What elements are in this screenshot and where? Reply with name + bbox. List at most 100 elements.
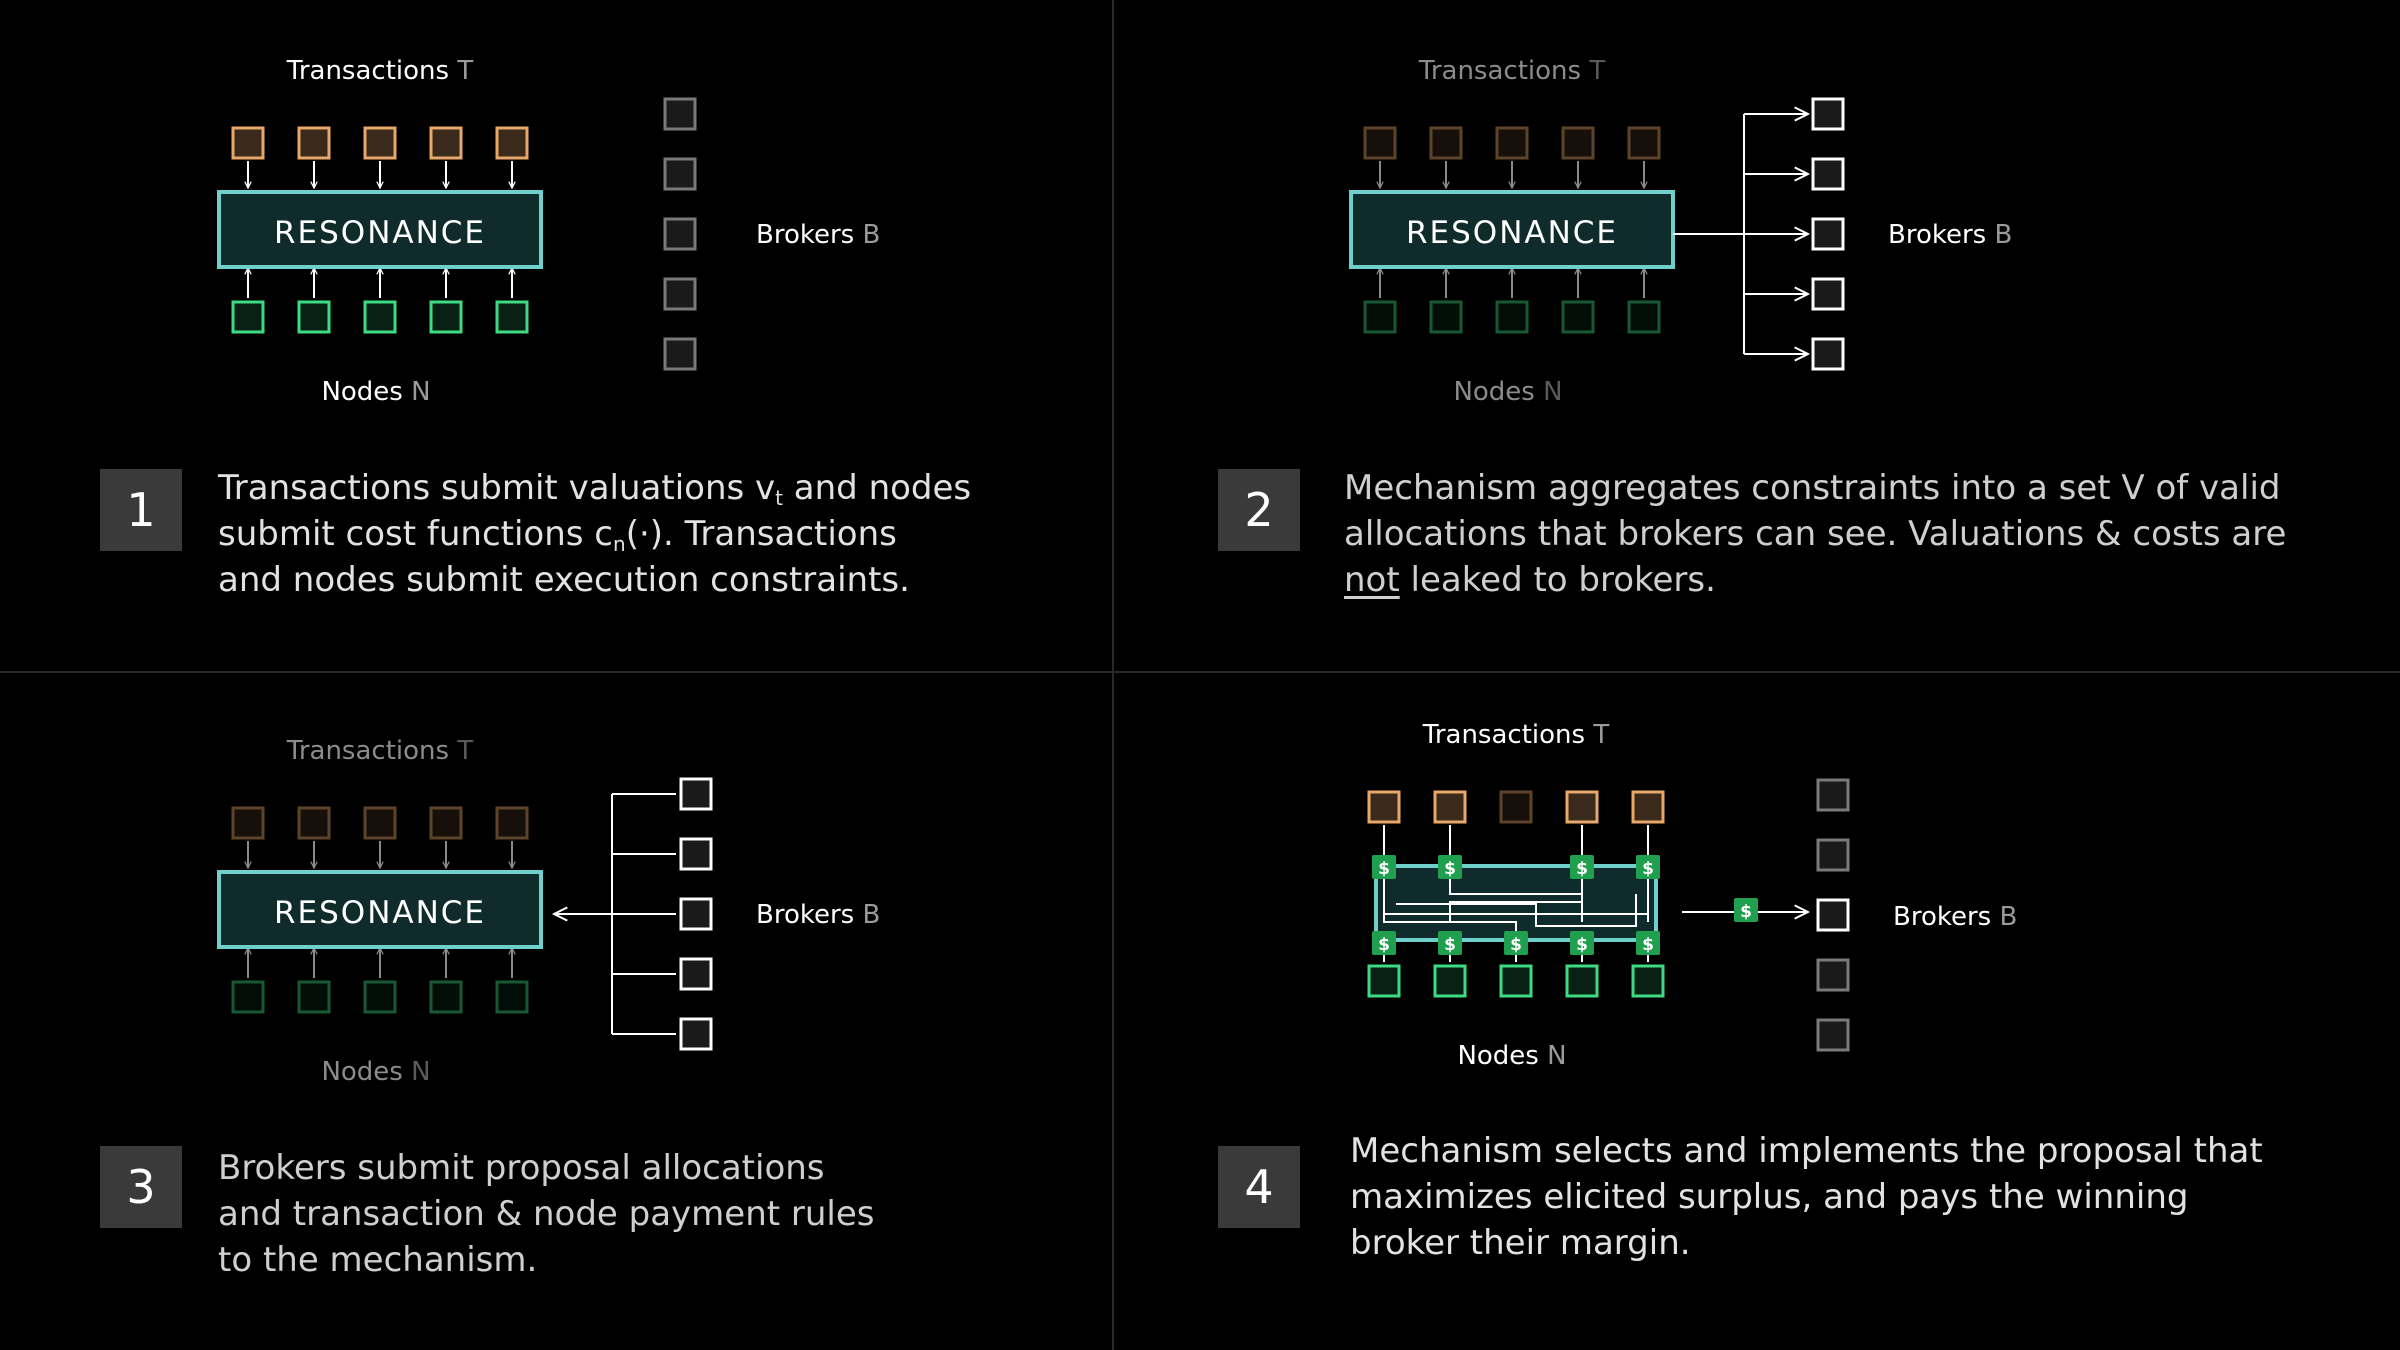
broker-square (679, 1017, 713, 1051)
broker-square (1816, 898, 1850, 932)
node-square (363, 300, 397, 334)
step-description: Mechanism selects and implements the pro… (1350, 1131, 2263, 1263)
node-square (1631, 964, 1665, 998)
broker-square (663, 97, 697, 131)
broker-square (1816, 778, 1850, 812)
transactions-label: Transactions T (1422, 720, 1610, 750)
resonance-box (217, 870, 543, 949)
transaction-square (429, 126, 463, 160)
brokers-label: Brokers B (756, 220, 880, 250)
step-number-badge: 2 (1218, 469, 1300, 551)
nodes-label: Nodes N (1453, 377, 1562, 407)
node-square (495, 300, 529, 334)
brokers-label: Brokers B (1893, 902, 2017, 932)
transaction-square (231, 126, 265, 160)
payment-token-label: $ (1576, 859, 1588, 879)
node-payment-token: $ (1636, 931, 1660, 955)
resonance-box (217, 190, 543, 269)
transaction-square (1429, 126, 1463, 160)
broker-square (679, 957, 713, 991)
node-payment-token: $ (1438, 931, 1462, 955)
node-square (1429, 300, 1463, 334)
payment-token-label: $ (1378, 935, 1390, 955)
broker-square (1811, 157, 1845, 191)
node-square (363, 980, 397, 1014)
transaction-square (363, 806, 397, 840)
payment-token-label: $ (1378, 859, 1390, 879)
nodes-label: Nodes N (1457, 1041, 1566, 1071)
transactions-label: Transactions T (1418, 56, 1606, 86)
node-square (1367, 964, 1401, 998)
broker-square (1811, 217, 1845, 251)
transaction-square (1433, 790, 1467, 824)
transaction-square (429, 806, 463, 840)
payment-token-label: $ (1642, 935, 1654, 955)
payment-route (1396, 894, 1637, 927)
transaction-square (363, 126, 397, 160)
node-square (1565, 964, 1599, 998)
broker-square (663, 217, 697, 251)
transaction-payment-token: $ (1570, 855, 1594, 879)
broker-square (679, 777, 713, 811)
payment-token-bg (1570, 931, 1594, 955)
node-payment-token: $ (1570, 931, 1594, 955)
payment-token-bg (1372, 855, 1396, 879)
transaction-square (1367, 790, 1401, 824)
node-square (231, 300, 265, 334)
node-square (297, 300, 331, 334)
broker-square (679, 897, 713, 931)
payment-token-bg (1570, 855, 1594, 879)
transaction-square (231, 806, 265, 840)
transaction-payment-token: $ (1636, 855, 1660, 879)
payment-token-bg (1372, 931, 1396, 955)
transaction-square (1499, 790, 1533, 824)
transaction-square (1627, 126, 1661, 160)
payment-token-label: $ (1444, 859, 1456, 879)
step-description: Mechanism aggregates constraints into a … (1344, 468, 2287, 600)
step-description: Transactions submit valuations vt and no… (218, 468, 972, 600)
transaction-square (1561, 126, 1595, 160)
node-square (1561, 300, 1595, 334)
node-square (495, 980, 529, 1014)
payment-token-label: $ (1576, 935, 1588, 955)
resonance-label: RESONANCE (274, 215, 486, 251)
step-number-badge: 4 (1218, 1146, 1300, 1228)
transaction-square (495, 806, 529, 840)
broker-square (1811, 277, 1845, 311)
broker-payment-token: $ (1734, 898, 1758, 922)
payment-token-label: $ (1740, 902, 1752, 922)
step-description: Brokers submit proposal allocations and … (218, 1148, 875, 1280)
node-square (1627, 300, 1661, 334)
broker-square (1816, 838, 1850, 872)
node-square (1495, 300, 1529, 334)
brokers-label: Brokers B (756, 900, 880, 930)
payment-token-bg (1636, 855, 1660, 879)
transaction-square (297, 806, 331, 840)
payment-token-label: $ (1642, 859, 1654, 879)
nodes-label: Nodes N (321, 377, 430, 407)
payment-token-label: $ (1444, 935, 1456, 955)
nodes-label: Nodes N (321, 1057, 430, 1087)
payment-token-bg (1636, 931, 1660, 955)
node-square (1433, 964, 1467, 998)
node-square (297, 980, 331, 1014)
payment-token-bg (1504, 931, 1528, 955)
node-square (429, 300, 463, 334)
transactions-label: Transactions T (286, 736, 474, 766)
node-square (1363, 300, 1397, 334)
resonance-label: RESONANCE (1406, 215, 1618, 251)
broker-square (1811, 97, 1845, 131)
transaction-square (1631, 790, 1665, 824)
broker-square (1811, 337, 1845, 371)
transaction-payment-token: $ (1438, 855, 1462, 879)
broker-square (1816, 958, 1850, 992)
transaction-square (495, 126, 529, 160)
node-square (429, 980, 463, 1014)
step-number-badge: 3 (100, 1146, 182, 1228)
broker-square (679, 837, 713, 871)
